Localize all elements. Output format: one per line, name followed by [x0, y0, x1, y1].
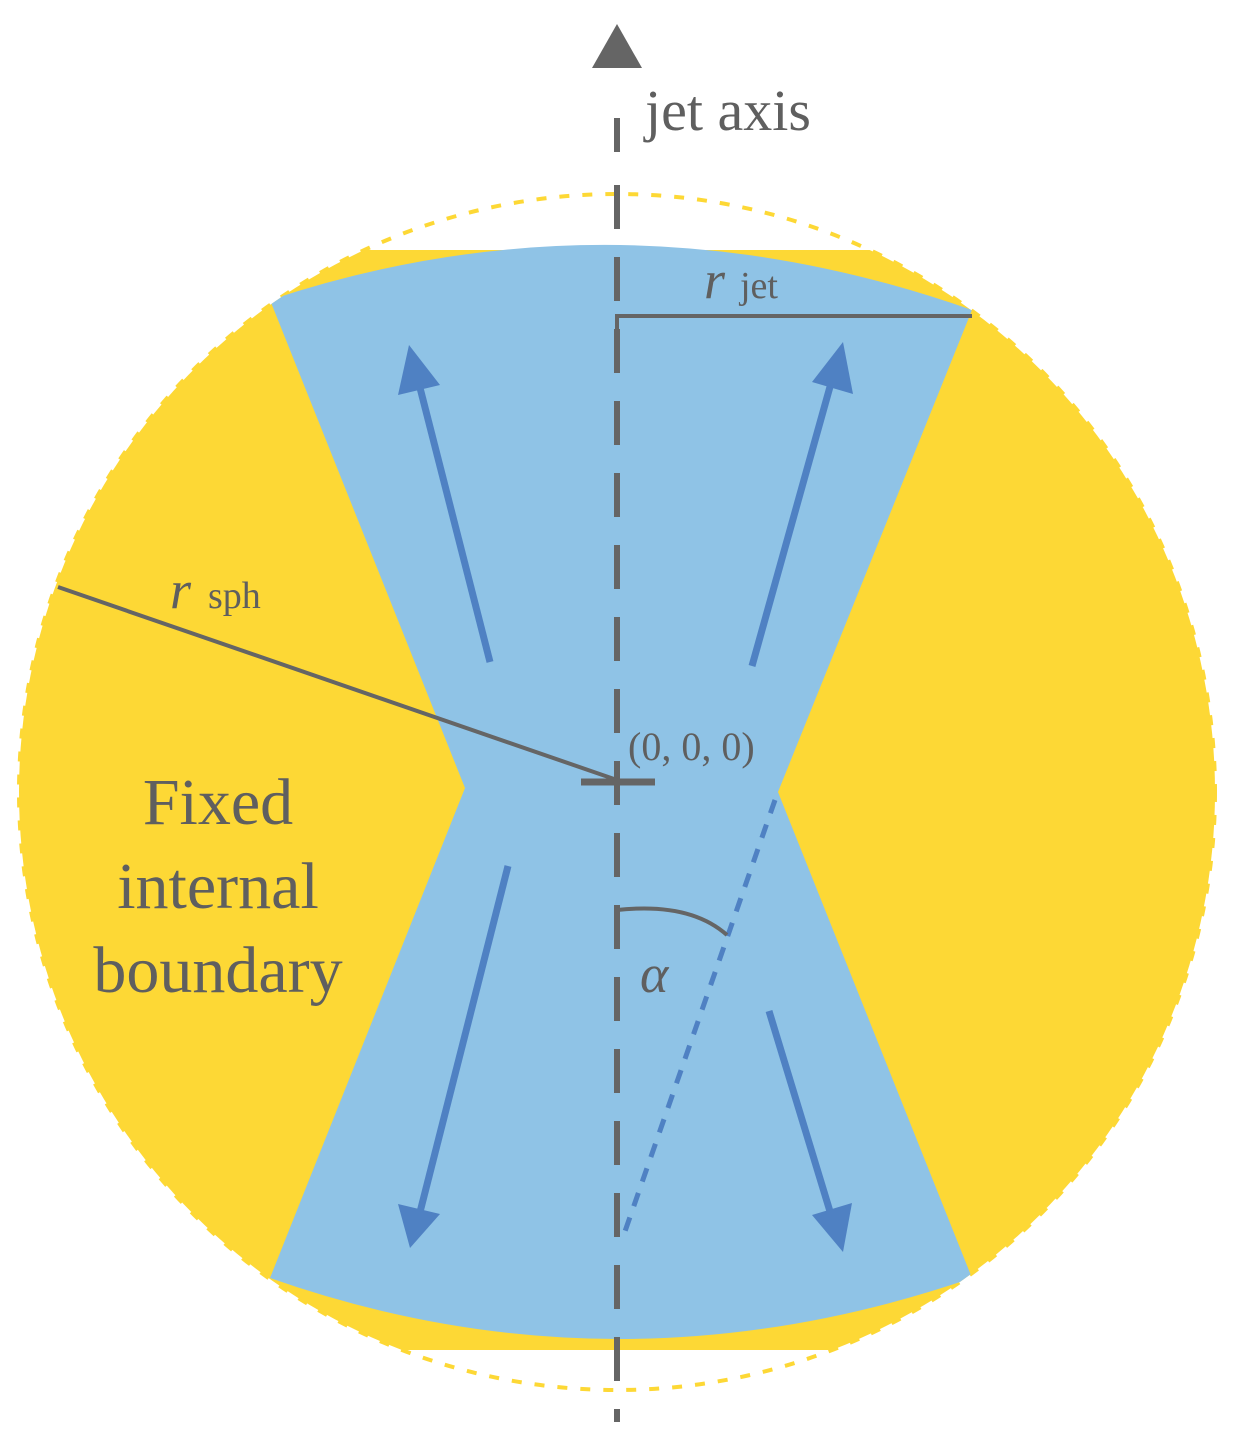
fixed-boundary-label-line-1: Fixed	[143, 766, 293, 839]
r-jet-radius-line	[615, 314, 972, 362]
flow-arrow-upper-right	[748, 342, 853, 667]
alpha-angle-arc	[616, 906, 729, 937]
jet-axis-arrowhead	[592, 24, 642, 68]
alpha-label: α	[640, 944, 670, 1004]
fixed-boundary-label-line-2: internal	[117, 850, 319, 923]
flow-arrow-lower-left	[398, 865, 512, 1248]
r-sph-subscript: sph	[208, 575, 261, 617]
r-sph-radius-line	[57, 585, 618, 782]
jet-axis-label: jet axis	[643, 78, 811, 143]
fixed-boundary-label-line-3: boundary	[93, 934, 342, 1007]
flow-arrow-lower-right	[765, 1009, 852, 1252]
r-jet-symbol: r	[704, 250, 726, 310]
origin-label: (0, 0, 0)	[628, 724, 755, 769]
r-sph-symbol: r	[170, 560, 192, 620]
r-jet-subscript: jet	[738, 265, 778, 307]
flow-arrow-upper-left	[398, 345, 494, 663]
